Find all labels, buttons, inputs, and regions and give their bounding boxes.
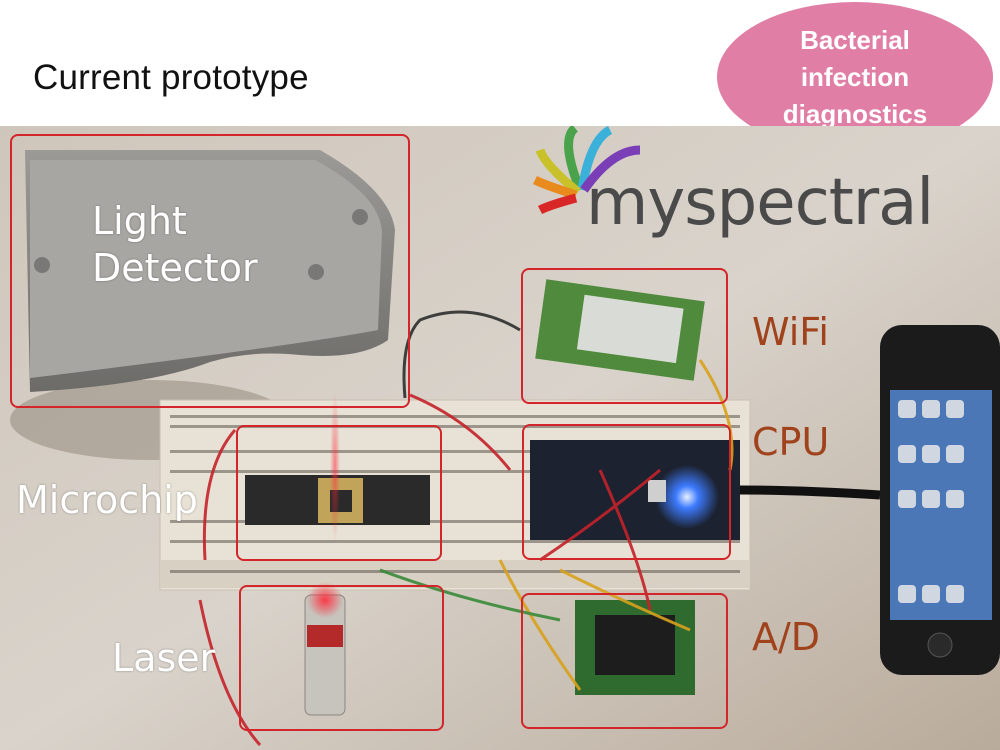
myspectral-logo-text: myspectral [586,166,934,240]
label-ad: A/D [752,615,821,659]
ad-board [575,600,695,695]
highlight-box-microchip [236,425,442,561]
laser-module [304,582,346,716]
wifi-module [535,279,705,381]
label-wifi: WiFi [752,310,829,354]
highlight-box-wifi [521,268,728,404]
light-detector-device [25,150,395,392]
microchip [245,392,430,542]
label-laser: Laser [112,636,216,680]
label-microchip: Microchip [16,478,198,522]
highlight-box-ad [521,593,728,729]
smartphone-icon [880,325,1000,675]
slide-title: Current prototype [33,58,309,97]
highlight-box-cpu [522,424,731,560]
myspectral-logo-icon [532,126,641,215]
label-cpu: CPU [752,420,830,464]
highlight-box-laser [239,585,444,731]
highlight-box-light-detector [10,134,410,408]
prototype-photo [0,126,1000,750]
label-light-detector: Light Detector [92,199,258,290]
